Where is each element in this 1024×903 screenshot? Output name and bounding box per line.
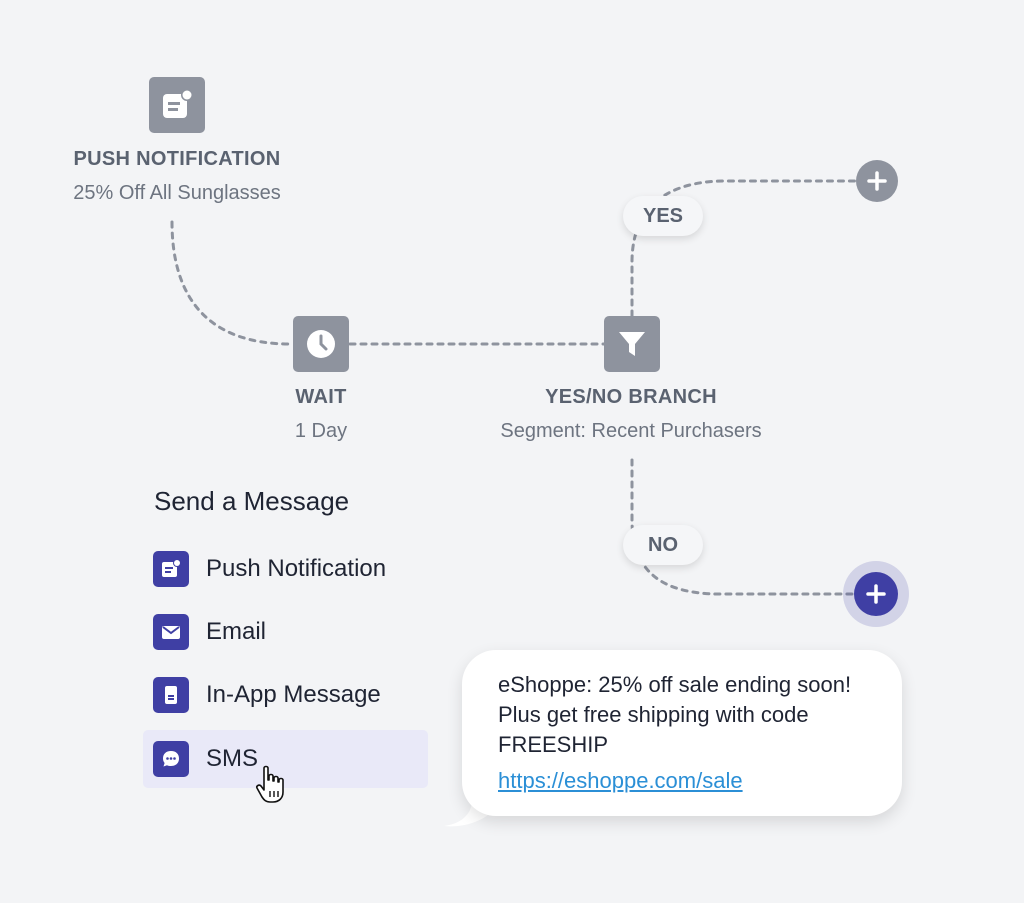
branch-node[interactable] [604,316,660,372]
menu-item-label: Push Notification [206,555,387,582]
sms-preview-link[interactable]: https://eshoppe.com/sale [498,768,743,793]
push-notification-icon [153,551,189,587]
in-app-message-icon [153,677,189,713]
yes-branch-label: YES [623,196,703,236]
wait-node-title: WAIT [295,386,347,408]
sms-preview-text: eShoppe: 25% off sale ending soon! Plus … [498,672,852,757]
menu-item-sms[interactable]: SMS [143,730,428,788]
filter-icon [619,332,645,356]
push-node-subtitle: 25% Off All Sunglasses [73,182,281,204]
envelope-icon [153,614,189,650]
menu-item-email[interactable]: Email [143,603,428,661]
add-step-no-button[interactable] [843,561,909,627]
push-notification-icon [163,89,193,118]
chat-bubble-icon [153,741,189,777]
no-branch-label: NO [623,525,703,565]
menu-item-in-app-message[interactable]: In-App Message [143,666,428,724]
wait-node-subtitle: 1 Day [294,420,348,442]
sms-preview-bubble: eShoppe: 25% off sale ending soon! Plus … [462,650,902,816]
plus-icon [866,584,886,604]
menu-item-push-notification[interactable]: Push Notification [143,540,428,598]
push-node-title: PUSH NOTIFICATION [73,148,281,170]
menu-item-label: Email [206,618,267,645]
branch-node-subtitle: Segment: Recent Purchasers [500,420,762,442]
hand-cursor-icon [256,765,284,803]
menu-item-label: SMS [206,745,259,772]
branch-node-title: YES/NO BRANCH [545,386,717,408]
clock-icon [307,330,335,358]
send-message-title: Send a Message [154,486,350,516]
wait-node[interactable] [293,316,349,372]
add-step-yes-button[interactable] [856,160,898,202]
push-notification-node[interactable] [149,77,205,133]
plus-icon [867,171,887,191]
menu-item-label: In-App Message [206,681,381,708]
